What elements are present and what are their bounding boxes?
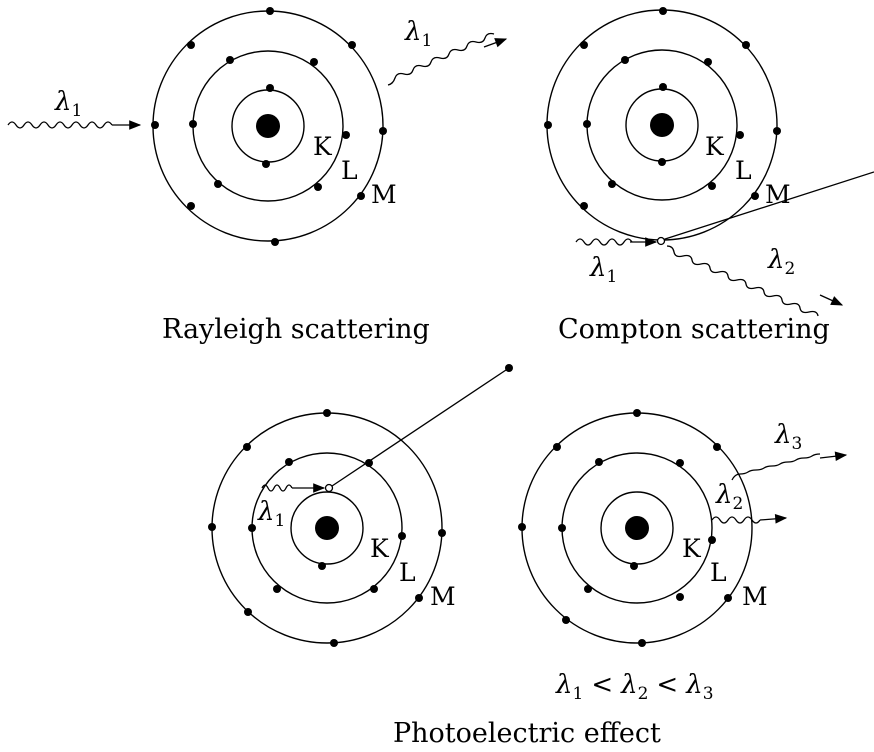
label-m: M: [371, 180, 397, 209]
label-k: K: [682, 534, 702, 563]
label-m: M: [430, 582, 456, 611]
atom-photoelectric-fluorescence: K L M λ2 λ3 λ1<λ2<λ3: [518, 409, 848, 704]
electrons: [208, 409, 446, 647]
label-l: L: [341, 156, 358, 185]
lambda1-scattered: λ1: [404, 17, 432, 51]
lambda1-incident: λ1: [54, 87, 82, 121]
incident-photon-wave: [261, 484, 293, 492]
label-m: M: [742, 582, 768, 611]
scattered-arrow: [819, 294, 844, 306]
electrons: [544, 7, 781, 210]
target-electron: [656, 236, 666, 246]
nucleus: [625, 516, 649, 540]
nucleus: [650, 113, 674, 137]
fluorescence-arrow-2: [759, 514, 788, 524]
fluorescence-photon-wave-2: [711, 516, 761, 524]
atom-compton: K L M λ1 λ2 Compton scattering: [544, 7, 874, 345]
label-m: M: [765, 180, 791, 209]
label-l: L: [399, 558, 416, 587]
atom-photoelectric-ejection: K L M λ1: [208, 364, 513, 647]
photoelectron-path: [328, 367, 510, 489]
caption-rayleigh: Rayleigh scattering: [162, 314, 430, 345]
label-k: K: [313, 132, 333, 161]
caption-photoelectric: Photoelectric effect: [393, 718, 661, 749]
electrons: [518, 409, 732, 647]
fluorescence-arrow-3: [819, 451, 848, 462]
recoil-electron-path: [661, 171, 874, 241]
scattered-photon-wave: [666, 245, 819, 317]
lambda2-fluorescence: λ2: [715, 480, 743, 514]
scattered-arrow: [483, 38, 508, 48]
label-k: K: [705, 132, 725, 161]
lambda1-incident: λ1: [257, 497, 285, 531]
ejected-vacancy: [324, 483, 334, 493]
scattered-photon-wave: [387, 32, 495, 86]
label-l: L: [710, 558, 727, 587]
label-k: K: [370, 534, 390, 563]
shell-k: [290, 491, 364, 565]
incident-photon-wave: [575, 238, 633, 246]
nucleus: [256, 114, 280, 138]
incident-photon-wave: [7, 121, 113, 129]
nucleus: [315, 516, 339, 540]
lambda3-fluorescence: λ3: [774, 420, 802, 454]
atom-rayleigh: K L M λ1 λ1 Rayleigh scattering: [7, 7, 508, 345]
electrons: [151, 7, 387, 246]
fluorescence-photon-wave-3: [731, 453, 821, 481]
wavelength-relation: λ1<λ2<λ3: [555, 670, 714, 704]
lambda1-incident: λ1: [589, 253, 617, 287]
photoelectron: [505, 364, 513, 372]
label-l: L: [735, 156, 752, 185]
lambda2-scattered: λ2: [767, 245, 795, 279]
caption-compton: Compton scattering: [558, 314, 830, 345]
